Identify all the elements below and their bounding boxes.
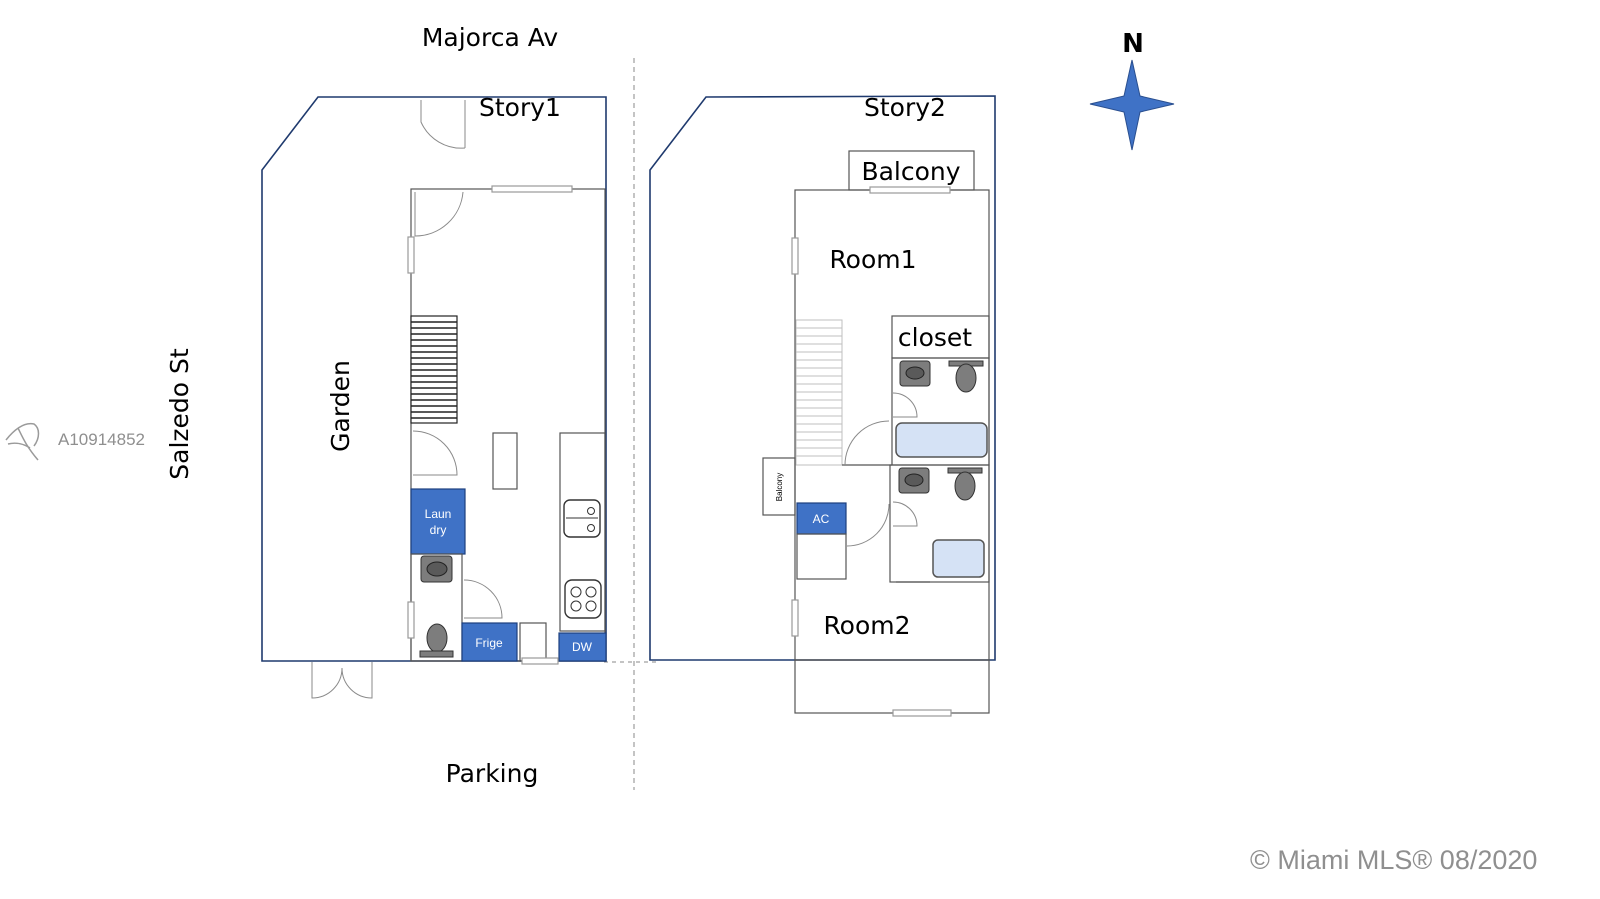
bath1-tub-icon <box>895 422 988 458</box>
hall-door <box>844 420 890 466</box>
closet-label: closet <box>898 323 972 352</box>
kitchen-counter <box>559 432 606 632</box>
room2-label: Room2 <box>823 611 910 640</box>
toilet-icon <box>426 623 448 653</box>
story2-plan: Story2 Balcony Room1 closet <box>649 93 996 717</box>
story2-title: Story2 <box>864 93 946 122</box>
laundry-label-line2: dry <box>430 523 447 537</box>
story2-window-room1 <box>791 237 799 275</box>
bath2-tub-icon <box>932 539 985 578</box>
laundry-label-line1: Laun <box>425 507 452 521</box>
story1-patio-doors <box>311 662 373 699</box>
story1-inner-door <box>414 191 464 237</box>
side-balcony <box>762 457 796 516</box>
ac-unit <box>796 502 847 535</box>
mls-logo-icon <box>5 422 40 461</box>
room1-label: Room1 <box>829 245 916 274</box>
dishwasher-label: DW <box>572 640 593 654</box>
story1-stair-treads <box>411 321 457 419</box>
story1-entry-door <box>420 100 466 149</box>
story1-window-west <box>407 236 415 274</box>
side-balcony-label: Balcony <box>775 473 784 501</box>
compass-star-icon <box>1089 59 1175 151</box>
fridge-label: Frige <box>475 636 503 650</box>
fridge-appliance <box>461 622 518 662</box>
parking-label: Parking <box>446 759 539 788</box>
laundry-appliance <box>410 488 466 555</box>
story2-rear-extension <box>794 659 990 714</box>
story1-window-bottom <box>521 657 559 665</box>
toilet-tank <box>419 650 454 658</box>
listing-id-watermark: A10914852 <box>58 430 145 449</box>
street-label-west: Salzedo St <box>165 348 194 480</box>
balcony-label: Balcony <box>861 157 960 186</box>
dishwasher-appliance <box>558 632 607 662</box>
story2-window-top <box>869 186 951 194</box>
story1-title: Story1 <box>479 93 561 122</box>
story1-plan: Story1 Garden Laun dry <box>261 93 607 699</box>
story1-bath-door <box>463 579 503 619</box>
utility-closet <box>796 533 847 580</box>
story2-window-bottom <box>892 709 952 717</box>
bath1-toilet-icon <box>955 363 977 393</box>
pantry-cabinet <box>519 622 547 662</box>
bath1-door <box>892 392 918 418</box>
story1-window-bath <box>407 601 415 639</box>
story2-window-room2 <box>791 599 799 637</box>
compass: N <box>1089 29 1175 151</box>
garden-label: Garden <box>326 360 355 452</box>
story2-bathroom2 <box>889 464 990 583</box>
story1-window-top <box>491 185 573 193</box>
ac-label: AC <box>813 512 830 526</box>
compass-north-label: N <box>1122 29 1144 59</box>
kitchen-island <box>492 432 518 490</box>
story1-closet-door <box>412 430 458 476</box>
street-label-north: Majorca Av <box>422 23 559 52</box>
stove-icon <box>564 579 602 619</box>
copyright-watermark: © Miami MLS® 08/2020 <box>1250 845 1538 875</box>
hall-door-2 <box>846 503 890 547</box>
bath2-door <box>892 501 918 527</box>
bath2-toilet-icon <box>954 471 976 501</box>
story2-stair-treads <box>796 327 842 457</box>
